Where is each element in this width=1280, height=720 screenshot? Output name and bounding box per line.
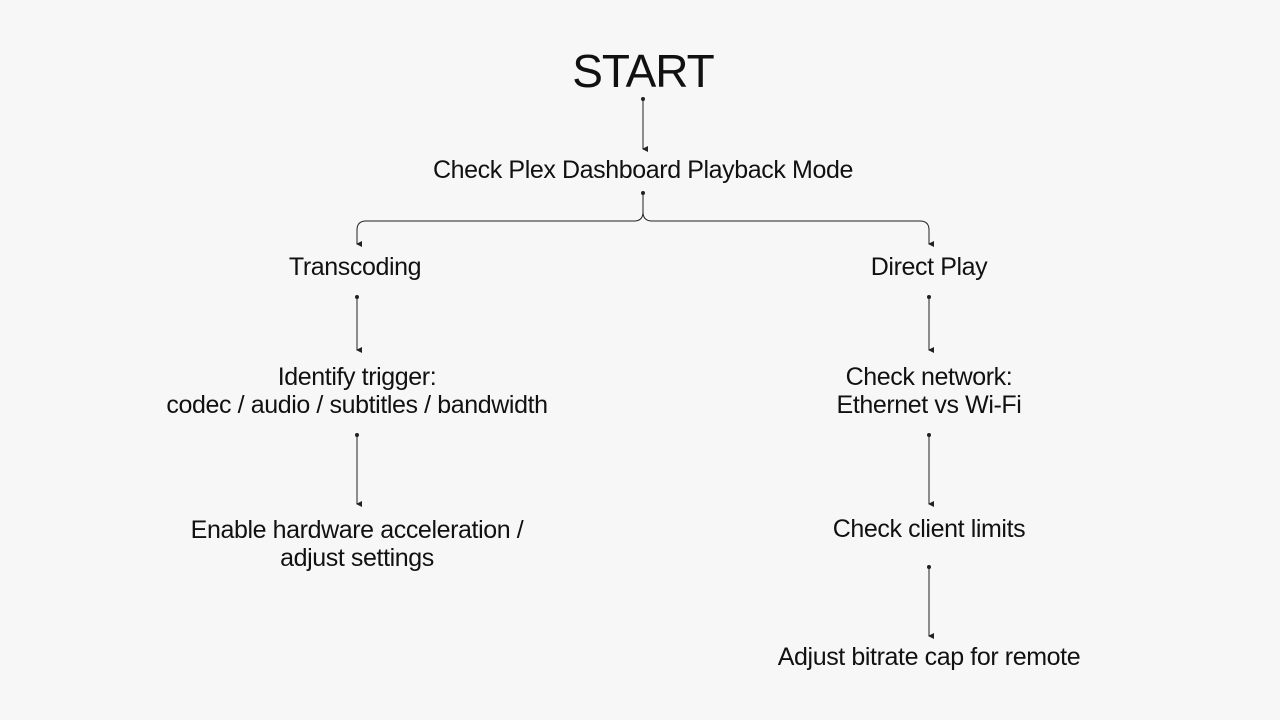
transcoding-node: Transcoding bbox=[288, 253, 422, 281]
connector-branch bbox=[356, 191, 934, 247]
connector-start-to-dashboard bbox=[641, 97, 648, 152]
connector-directplay-to-network bbox=[927, 295, 934, 353]
identify-trigger-node: Identify trigger: codec / audio / subtit… bbox=[166, 363, 548, 419]
enable-hw-node: Enable hardware acceleration / adjust se… bbox=[191, 516, 524, 572]
check-network-line2: Ethernet vs Wi-Fi bbox=[836, 391, 1022, 419]
identify-trigger-line1: Identify trigger: bbox=[277, 363, 437, 391]
adjust-bitrate-node: Adjust bitrate cap for remote bbox=[777, 643, 1081, 671]
check-dashboard-node: Check Plex Dashboard Playback Mode bbox=[433, 156, 853, 184]
start-node: START bbox=[572, 45, 715, 97]
direct-play-node: Direct Play bbox=[870, 253, 988, 281]
check-network-line1: Check network: bbox=[845, 363, 1013, 391]
check-client-node: Check client limits bbox=[832, 515, 1026, 543]
connector-transcoding-to-trigger bbox=[355, 295, 362, 353]
enable-hw-line1: Enable hardware acceleration / bbox=[190, 516, 524, 544]
enable-hw-line2: adjust settings bbox=[280, 544, 434, 572]
connector-trigger-to-hw bbox=[355, 433, 362, 507]
direct-play-label: Direct Play bbox=[870, 253, 988, 281]
connector-network-to-client bbox=[927, 433, 934, 507]
start-label: START bbox=[572, 45, 715, 97]
identify-trigger-line2: codec / audio / subtitles / bandwidth bbox=[166, 391, 548, 419]
connector-client-to-bitrate bbox=[927, 565, 934, 639]
check-dashboard-label: Check Plex Dashboard Playback Mode bbox=[433, 156, 853, 184]
adjust-bitrate-label: Adjust bitrate cap for remote bbox=[777, 643, 1081, 671]
check-network-node: Check network: Ethernet vs Wi-Fi bbox=[837, 363, 1022, 419]
check-client-label: Check client limits bbox=[832, 515, 1026, 543]
transcoding-label: Transcoding bbox=[288, 253, 422, 281]
